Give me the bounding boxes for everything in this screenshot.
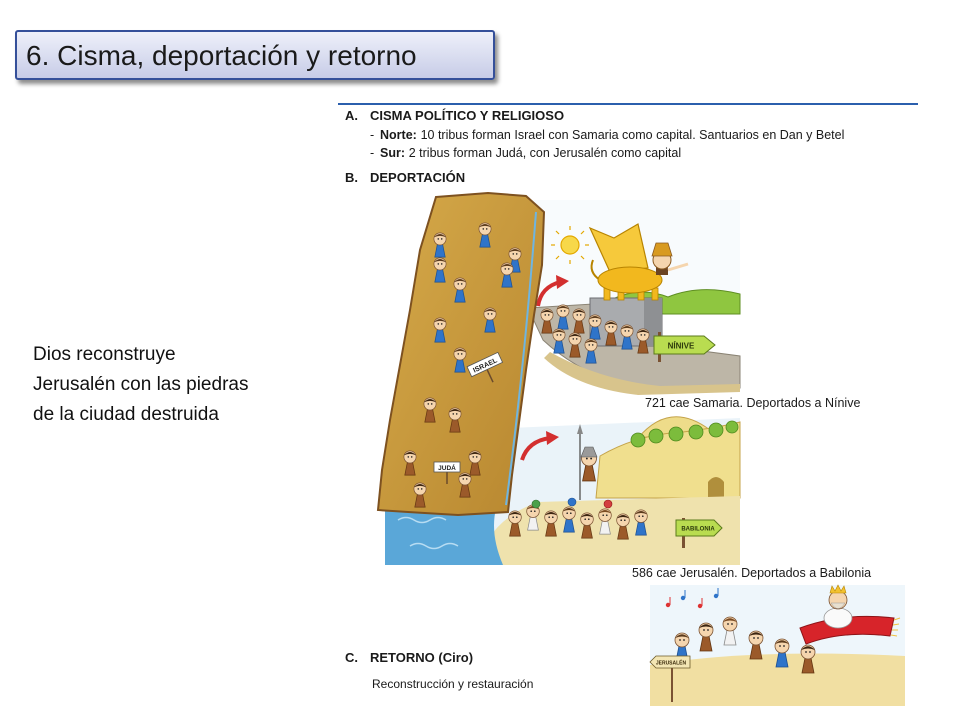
cyrus-crown: [829, 584, 847, 594]
red-arrow-icon: [536, 275, 569, 307]
section-c-text: Reconstrucción y restauración: [372, 677, 534, 691]
jerusalen-sign-label: JERUSALÉN: [656, 659, 687, 667]
jerusalen-caption: 586 cae Jerusalén. Deportados a Babiloni…: [632, 566, 872, 580]
list-bullet: -: [370, 146, 375, 160]
list-item-text: 10 tribus forman Israel con Samaria como…: [420, 128, 845, 142]
bundle: [567, 497, 577, 507]
soldier: [577, 424, 598, 500]
ninive-sign: NÍNIVE: [653, 332, 716, 362]
jordan-river: [505, 211, 537, 506]
section-title: RETORNO (Ciro): [370, 650, 474, 665]
spear-tip: [577, 424, 583, 434]
sign-board: [653, 335, 716, 355]
side-note: Dios reconstruye Jerusalén con las piedr…: [33, 340, 248, 430]
slide-title: 6. Cisma, deportación y retorno: [26, 40, 417, 71]
carpet-fringe: [890, 617, 901, 637]
section-b-heading: B. DEPORTACIÓN: [345, 170, 465, 186]
bundle: [603, 499, 613, 509]
bundle: [531, 499, 541, 509]
samaria-caption: 721 cae Samaria. Deportados a Nínive: [645, 396, 861, 410]
sea-wave: [409, 542, 459, 550]
music-notes-icon: [665, 588, 719, 609]
juda-map-sign: JUDÁ: [433, 461, 461, 484]
sandy-cliff: [544, 352, 740, 395]
lion-arm: [667, 262, 689, 272]
deportation-illustration: NÍNIVE: [376, 191, 905, 706]
section-title: DEPORTACIÓN: [370, 170, 466, 185]
sign-board: [675, 519, 723, 537]
nineveh-scene: NÍNIVE: [527, 200, 741, 395]
ninive-sign-label: NÍNIVE: [668, 342, 695, 351]
sign-board: [433, 461, 461, 473]
babilonia-sign: BABILONIA: [675, 518, 723, 548]
lion-leg: [651, 287, 659, 301]
list-item: -Norte:10 tribus forman Israel con Samar…: [370, 127, 844, 143]
sun-icon: [551, 226, 589, 264]
juda-map-label: JUDÁ: [438, 463, 456, 472]
sea-wave: [397, 516, 447, 524]
section-a-heading: A. CISMA POLÍTICO Y RELIGIOSO: [345, 108, 564, 124]
sign-board: [466, 351, 504, 378]
flying-carpet: [799, 584, 901, 645]
cyrus-beard: [830, 602, 846, 609]
return-scene: JERUSALÉN: [649, 584, 905, 706]
side-note-line: Dios reconstruye: [33, 344, 176, 365]
top-rule-line: [338, 103, 918, 105]
section-letter: C.: [345, 650, 358, 665]
cyrus-body: [823, 607, 853, 629]
map-israel-juda: ISRAEL JUDÁ: [376, 191, 546, 517]
list-bullet: -: [370, 128, 375, 142]
side-note-line: de la ciudad destruida: [33, 404, 219, 425]
history-figure: NÍNIVE: [338, 100, 918, 710]
sign-board: [649, 655, 691, 669]
jerusalen-sign: JERUSALÉN: [649, 655, 691, 702]
side-note-line: Jerusalén con las piedras: [33, 374, 249, 395]
list-item: -Sur:2 tribus forman Judá, con Jerusalén…: [370, 145, 681, 161]
soldier-helmet: [580, 446, 598, 458]
list-item-text: 2 tribus forman Judá, con Jerusalén como…: [408, 146, 682, 160]
list-item-label: Norte:: [380, 128, 417, 142]
red-arrow-icon: [520, 431, 559, 461]
title-box: 6. Cisma, deportación y retorno: [15, 30, 495, 80]
section-letter: B.: [345, 170, 358, 185]
hanging-gardens: [630, 420, 739, 448]
section-title: CISMA POLÍTICO Y RELIGIOSO: [370, 108, 565, 123]
sign-post: [486, 369, 494, 383]
babilonia-sign-label: BABILONIA: [681, 527, 715, 533]
lion-helmet: [651, 242, 673, 257]
sign-post: [671, 662, 673, 702]
return-sand: [650, 653, 905, 706]
list-item-label: Sur:: [380, 146, 405, 160]
city-gate: [708, 477, 724, 498]
section-letter: A.: [345, 108, 358, 123]
lion-body: [597, 266, 663, 294]
winged-lion: [588, 223, 689, 301]
section-c-heading: C. RETORNO (Ciro): [345, 650, 473, 666]
